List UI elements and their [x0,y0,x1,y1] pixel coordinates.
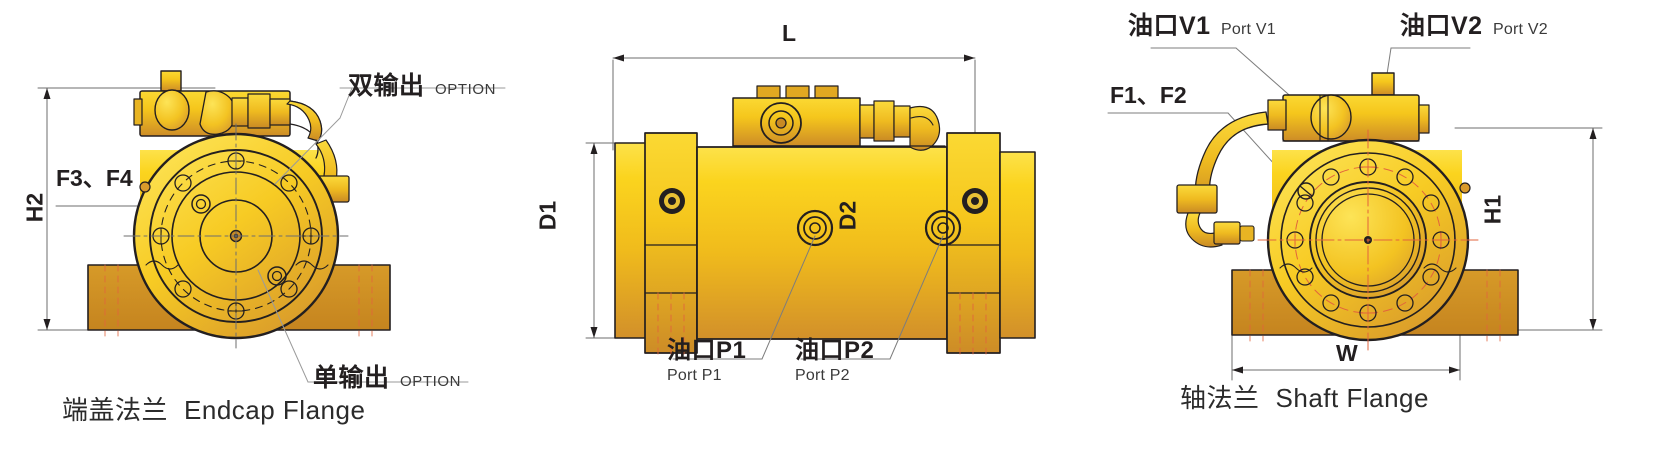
label-port-v1-en: Port V1 [1221,21,1276,38]
middle-port-boss-collar-left [659,188,685,214]
right-view-shaft-flange [1107,47,1603,381]
left-view-endcap-flange [37,70,506,383]
middle-port-boss-collar-right [962,188,988,214]
dimension-label-h2: H2 [21,192,48,223]
right-top-valve-block [1267,72,1430,142]
label-port-p2-en: Port P2 [795,367,850,384]
caption-shaft-flange-cn: 轴法兰 [1180,383,1260,413]
label-single-output-cn: 单输出 [313,364,390,392]
label-dual-output-cn: 双输出 [348,72,425,100]
leader-dual-output [274,87,506,185]
dimension-label-d2: D2 [834,200,861,231]
leader-single-output [257,269,469,383]
label-port-p2: 油口P2 Port P2 [795,339,874,384]
middle-view-side-elevation [585,54,1036,360]
label-port-v1-cn: 油口V1 [1128,12,1211,40]
label-single-output: 单输出 OPTION [313,366,461,391]
caption-endcap-flange: 端盖法兰 Endcap Flange [62,397,365,423]
label-port-p2-cn: 油口P2 [795,337,875,364]
right-shaft-flange-disc [1257,129,1479,351]
label-port-p1-en: Port P1 [667,367,722,384]
dimension-label-d1: D1 [534,200,561,231]
leader-port-p2 [889,235,944,360]
middle-right-stub [999,151,1036,339]
dimension-label-w: W [1336,340,1358,366]
dimension-label-h1: H1 [1479,194,1506,225]
label-single-output-en: OPTION [399,373,462,390]
label-port-p1-cn: 油口P1 [667,337,747,364]
caption-endcap-flange-cn: 端盖法兰 [62,395,169,425]
label-port-v1: 油口V1 Port V1 [1128,14,1276,39]
label-dual-output: 双输出 OPTION [348,74,496,99]
left-top-valve-block [133,70,323,159]
label-port-v2-cn: 油口V2 [1400,12,1483,40]
dimension-w [1231,334,1461,381]
label-dual-output-en: OPTION [434,81,497,98]
label-port-p1: 油口P1 Port P1 [667,339,746,384]
left-endcap-disc [123,123,349,349]
label-port-v2-en: Port V2 [1493,21,1548,38]
label-port-v2: 油口V2 Port V2 [1400,14,1548,39]
middle-port-p1-boss [796,209,834,247]
flange-code-f3-f4: F3、F4 [56,167,133,190]
caption-endcap-flange-en: Endcap Flange [184,395,366,425]
right-hose-assembly [1176,111,1269,248]
middle-port-p2-boss [924,209,962,247]
flange-code-f3-f4-text: F3、F4 [56,165,133,191]
caption-shaft-flange-en: Shaft Flange [1275,383,1429,413]
middle-top-valve-block [732,85,946,151]
flange-code-f1-f2: F1、F2 [1110,82,1187,108]
dimension-label-l: L [782,20,797,46]
caption-shaft-flange: 轴法兰 Shaft Flange [1180,385,1429,411]
leader-port-p1 [761,235,816,360]
leader-port-v1 [1150,47,1297,102]
